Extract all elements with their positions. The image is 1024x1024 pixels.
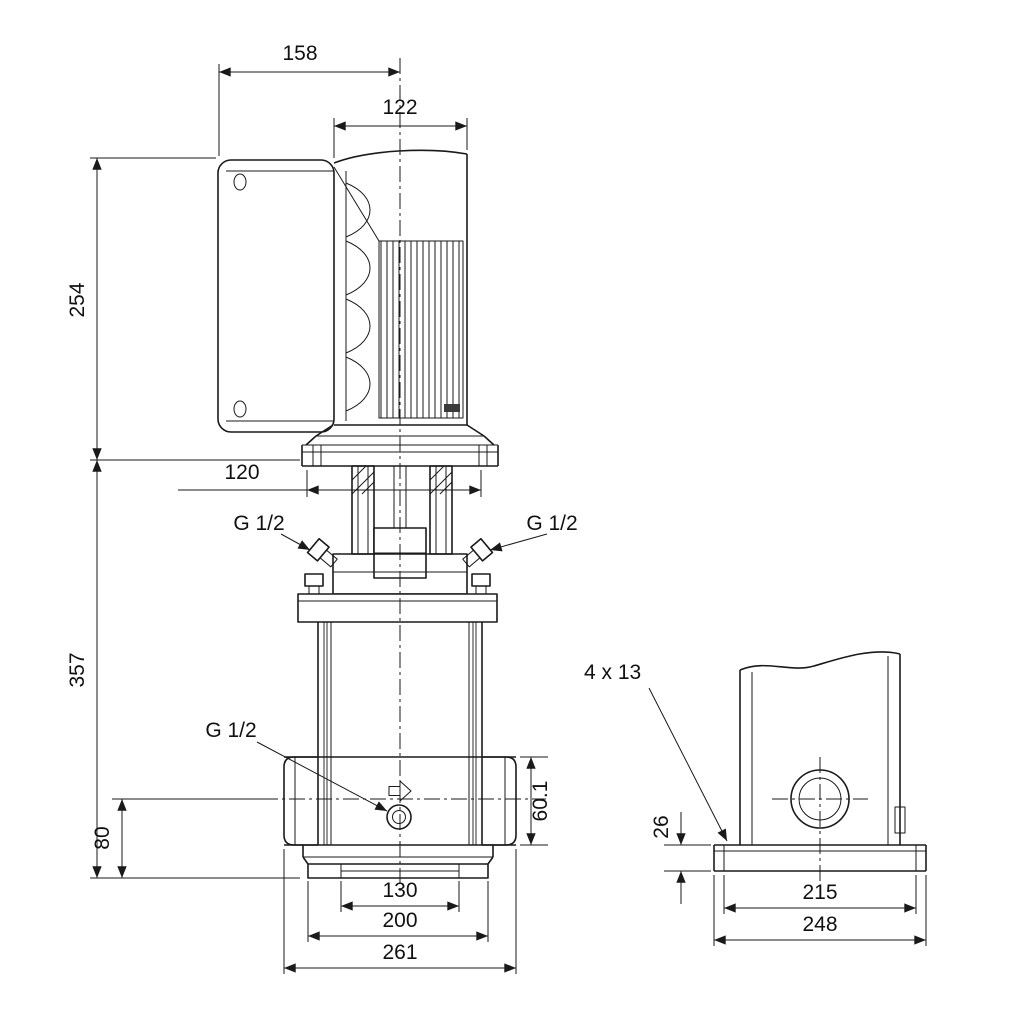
end-view [713,651,927,884]
suction-port [283,756,318,846]
staybolt-nut [304,573,324,587]
casting-lug [345,182,371,238]
vent-label-left: G 1/2 [233,512,311,551]
dim-label-254: 254 [66,282,89,317]
dim-248: 248 [713,875,927,946]
dim-60-1: 60.1 [520,756,552,846]
dim-label-122: 122 [382,96,417,119]
dim-label-261: 261 [382,941,417,964]
coupling-guard [351,465,375,555]
staybolt-nut [471,573,491,587]
thread-label-left: G 1/2 [233,512,284,535]
drain-label: G 1/2 [205,719,388,812]
casting-lug [345,356,371,412]
motor [333,149,468,426]
dim-label-248: 248 [802,913,837,936]
thread-label-drain: G 1/2 [205,719,256,742]
dim-357: 357 [66,460,300,879]
break-line [739,651,901,671]
dim-215: 215 [723,875,917,914]
drain-plug [386,780,412,830]
base [302,845,494,879]
casting-lug [345,298,371,354]
dim-label-80: 80 [91,826,114,849]
dim-80: 80 [91,798,263,878]
dim-label-158: 158 [282,42,317,65]
dim-label-200: 200 [382,909,417,932]
vent-plug-left [306,537,338,568]
dim-label-215: 215 [802,881,837,904]
dim-label-357: 357 [66,652,89,687]
dim-label-120: 120 [224,461,259,484]
dim-120: 120 [178,461,482,497]
chamber-stack [284,622,516,846]
dim-label-60-1: 60.1 [529,781,552,822]
coupling-lantern [351,465,453,579]
dim-200: 200 [307,881,489,942]
dim-label-26: 26 [650,815,673,838]
vent-plug-right [462,537,494,568]
front-view [217,58,546,893]
coupling-guard [429,465,453,555]
dim-158: 158 [218,42,400,156]
control-box [217,159,335,433]
dim-label-130: 130 [382,879,417,902]
holes-label: 4 x 13 [584,661,641,684]
dim-254: 254 [66,157,300,461]
front-dimensions: 158 122 254 120 357 [66,42,578,974]
side-tab [894,806,906,834]
head-flange [297,593,498,623]
casting-lug [345,240,371,296]
dim-122: 122 [333,96,468,158]
holes-callout: 4 x 13 [584,661,728,842]
dim-261: 261 [283,849,517,974]
screw-icon [233,400,247,418]
nameplate [444,404,460,412]
screw-icon [233,173,247,191]
discharge-port [482,756,517,846]
cooling-fins [378,240,464,419]
thread-label-right: G 1/2 [526,512,577,535]
vent-label-right: G 1/2 [489,512,578,552]
dim-26: 26 [650,812,711,904]
dim-130: 130 [340,879,460,912]
end-dimensions: 4 x 13 26 215 248 [584,661,927,946]
